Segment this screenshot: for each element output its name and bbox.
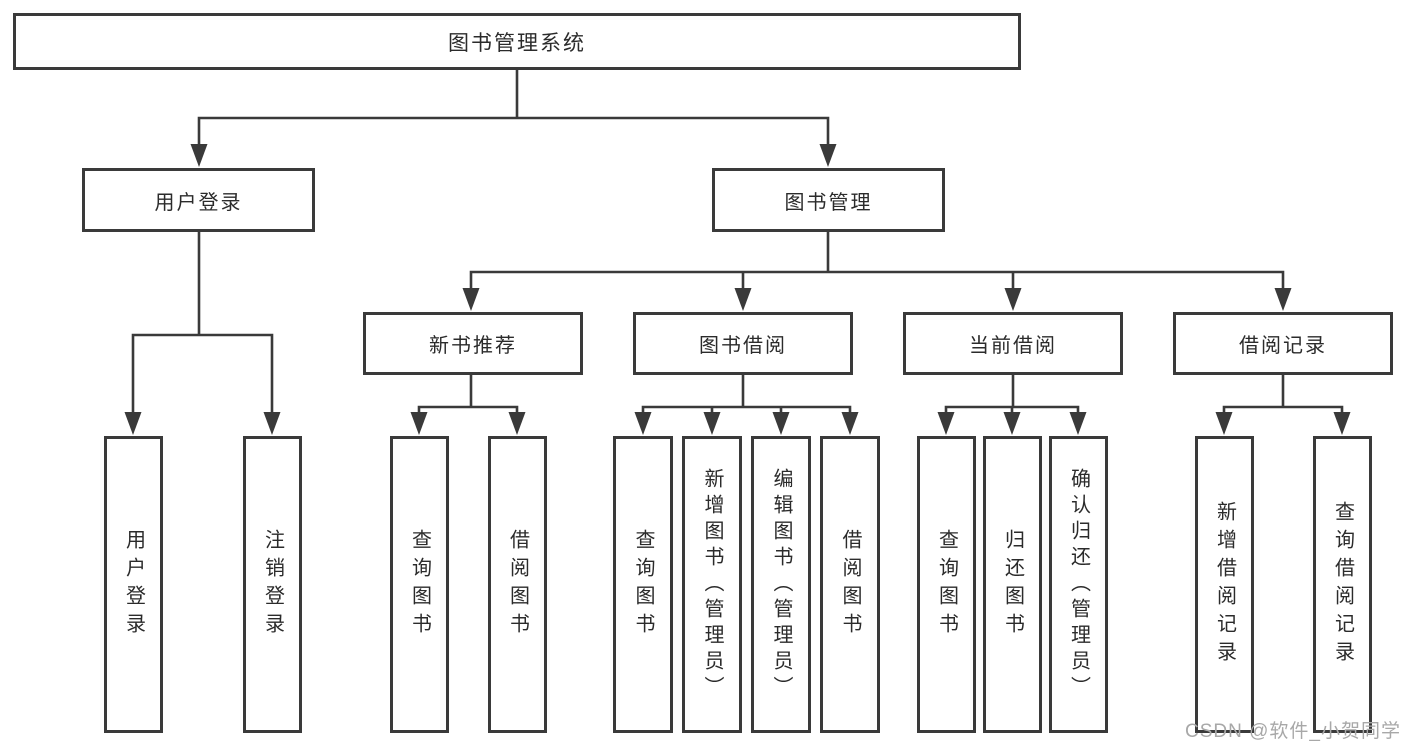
node-book-management-label: 图书管理 xyxy=(784,191,873,214)
leaf-recommend-borrow-books: 借阅图书 xyxy=(488,436,547,733)
leaf-borrowing-edit-books-admin: 编辑图书（管理员） xyxy=(751,436,811,733)
node-current-borrowing: 当前借阅 xyxy=(903,312,1123,375)
leaf-borrowing-borrow-books: 借阅图书 xyxy=(820,436,880,733)
leaf-current-return-books: 归还图书 xyxy=(983,436,1042,733)
leaf-recommend-query-books: 查询图书 xyxy=(390,436,449,733)
node-new-book-recommend-label: 新书推荐 xyxy=(429,335,517,357)
arrowheads xyxy=(124,144,1351,435)
node-new-book-recommend: 新书推荐 xyxy=(363,312,583,375)
leaf-records-query-borrow-record: 查询借阅记录 xyxy=(1313,436,1372,733)
leaf-borrowing-add-books-admin: 新增图书（管理员） xyxy=(682,436,742,733)
leaf-user-login: 用户登录 xyxy=(104,436,163,733)
leaf-current-confirm-return-admin: 确认归还（管理员） xyxy=(1049,436,1108,733)
node-borrowing-records: 借阅记录 xyxy=(1173,312,1393,375)
node-book-borrowing: 图书借阅 xyxy=(633,312,853,375)
leaf-current-query-books: 查询图书 xyxy=(917,436,976,733)
leaf-borrowing-query-books: 查询图书 xyxy=(613,436,673,733)
node-borrowing-records-label: 借阅记录 xyxy=(1239,335,1327,357)
leaf-records-add-borrow-record: 新增借阅记录 xyxy=(1195,436,1254,733)
node-root-label: 图书管理系统 xyxy=(448,31,586,55)
node-user-login: 用户登录 xyxy=(82,168,315,232)
node-user-login-label: 用户登录 xyxy=(154,191,243,214)
node-book-borrowing-label: 图书借阅 xyxy=(699,335,787,357)
node-root-library-system: 图书管理系统 xyxy=(13,13,1021,70)
watermark: CSDN @软件_小贺同学 xyxy=(1185,721,1401,742)
leaf-logout: 注销登录 xyxy=(243,436,302,733)
node-current-borrowing-label: 当前借阅 xyxy=(969,335,1057,357)
node-book-management: 图书管理 xyxy=(712,168,945,232)
